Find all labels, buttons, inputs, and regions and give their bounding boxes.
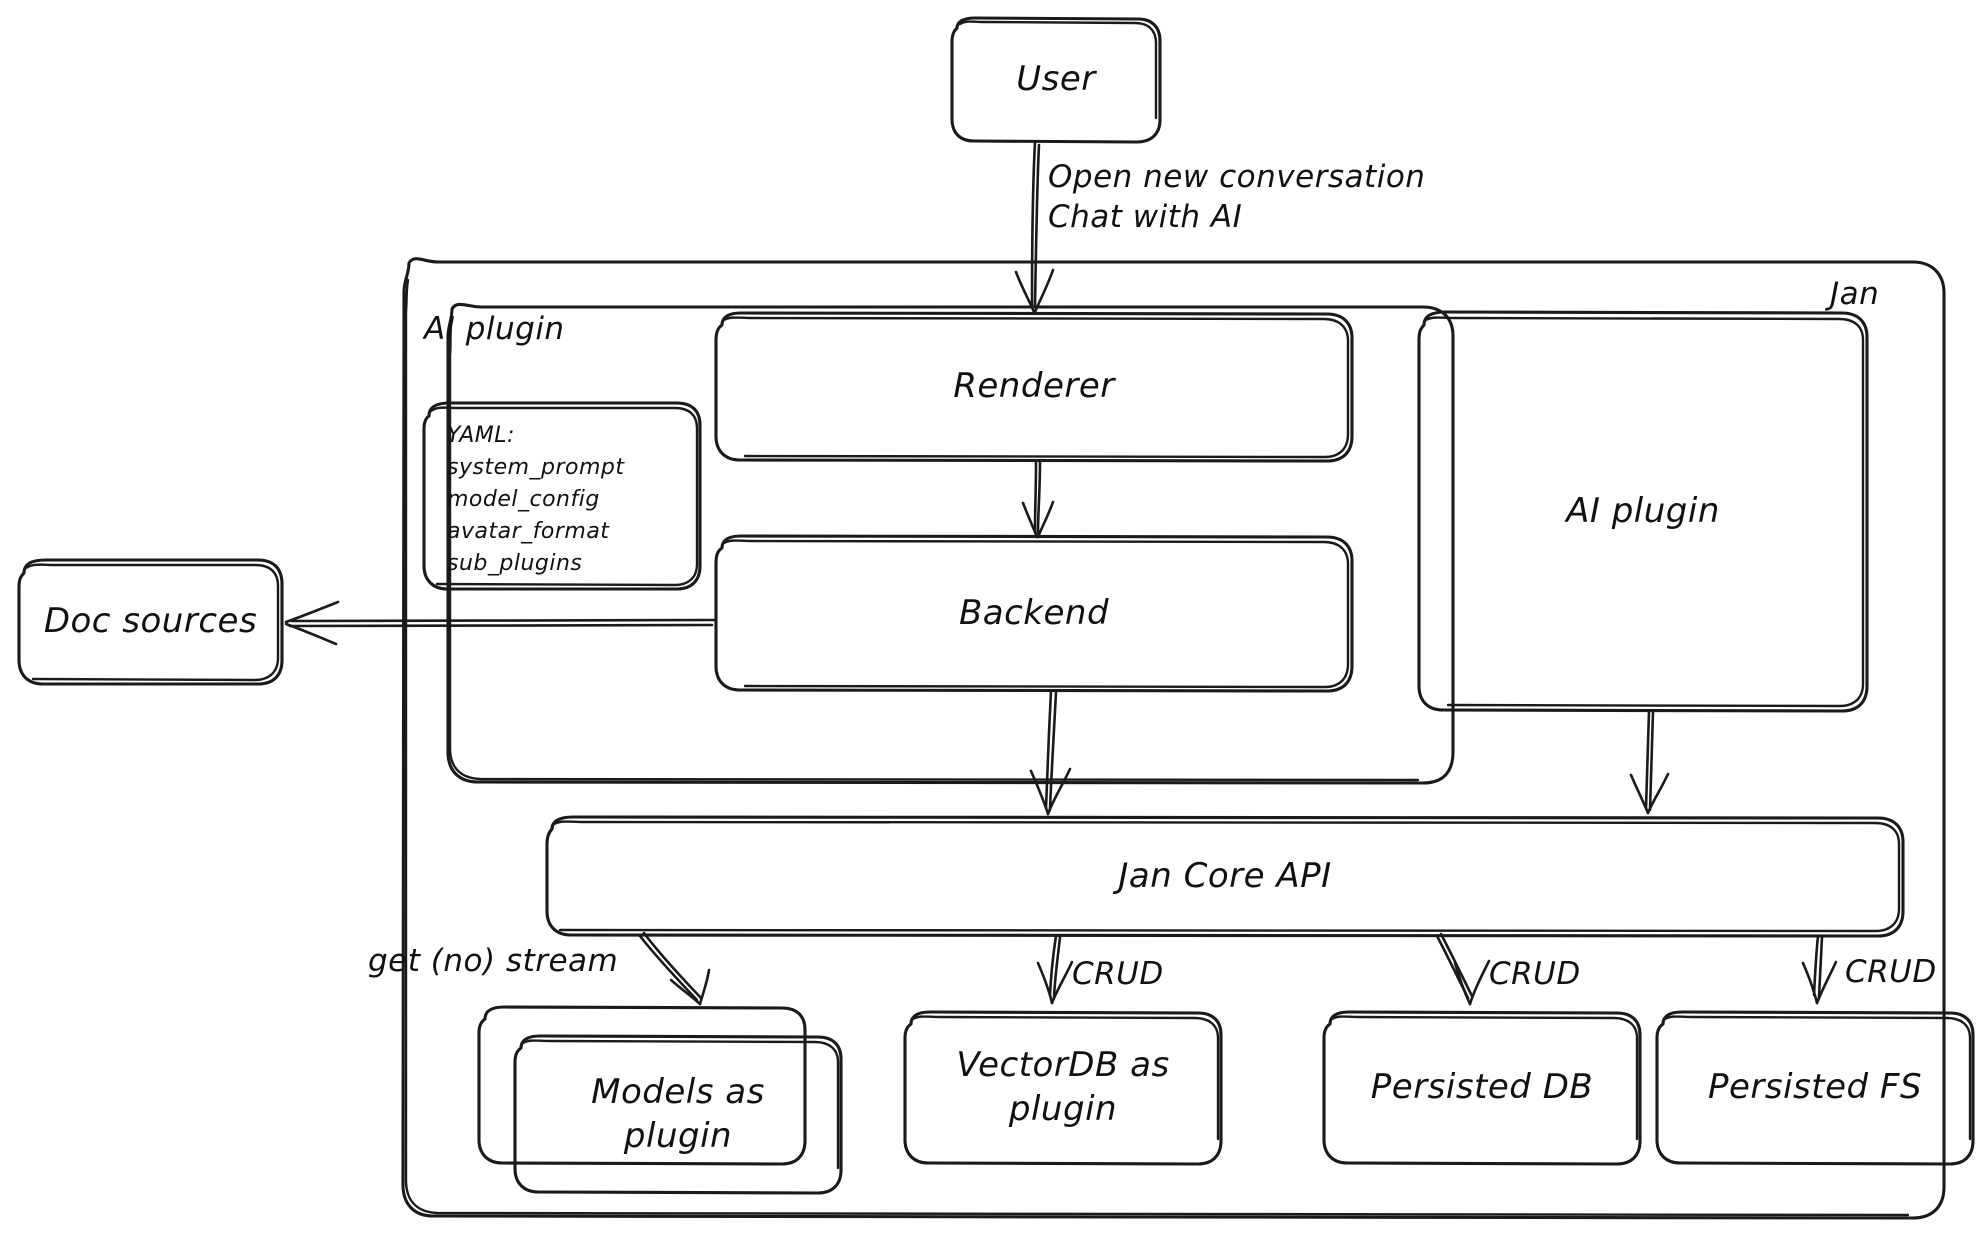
node-vectordb-as-plugin-outline [903,1010,1223,1166]
container-ai-plugin-group-outline [446,302,1455,785]
edge-ai-plugin-jan-core-api [1629,709,1670,815]
node-renderer-outline [714,311,1354,463]
edge-backend-jan-core-api [1029,689,1072,816]
node-jan-core-api-outline [545,815,1905,938]
edge-user-renderer [1014,140,1055,314]
node-persisted-db-outline [1322,1010,1642,1166]
edge-jan-core-api-vectordb [1036,934,1074,1005]
node-ai-plugin-outline [1417,310,1869,713]
edge-renderer-backend [1021,459,1055,539]
container-jan-outline [401,257,1946,1220]
node-doc-sources-outline [17,558,284,686]
node-user-outline [950,16,1162,144]
edge-backend-doc-sources [284,600,716,646]
node-backend-outline [714,534,1354,693]
edge-jan-core-api-models [638,931,711,1006]
edge-jan-core-api-persistedfs [1801,934,1838,1005]
edge-jan-core-api-persisteddb [1435,932,1491,1006]
node-persisted-fs-outline [1655,1010,1975,1166]
node-models-as-plugin-outline [477,1005,843,1195]
node-yaml-note-outline [422,401,702,591]
